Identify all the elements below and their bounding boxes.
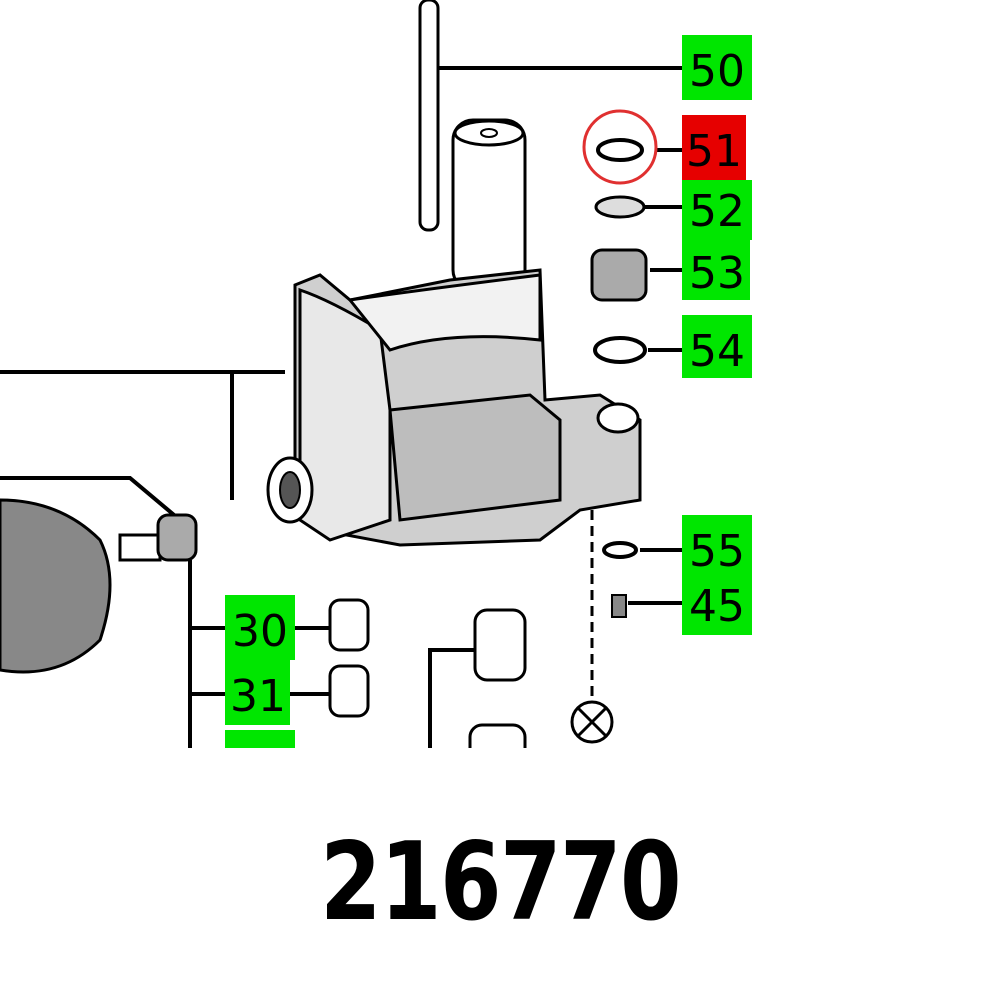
- label-45[interactable]: 45: [689, 581, 745, 632]
- part-52-washer: [594, 195, 646, 219]
- label-54[interactable]: 54: [689, 326, 745, 377]
- bushing: [473, 608, 527, 682]
- exploded-parts-diagram: 50 51 52 53 54 55 45 30 31: [0, 0, 752, 760]
- highlight-circle: [582, 109, 658, 185]
- part-50-rod: [418, 0, 682, 232]
- part-53-nut: [590, 248, 648, 302]
- small-parts: [328, 109, 658, 760]
- label-50[interactable]: 50: [689, 46, 745, 97]
- part-31-sleeve: [328, 664, 370, 718]
- label-31[interactable]: 31: [230, 671, 286, 722]
- part-54-ring: [593, 336, 647, 364]
- crossed-circle-icon: [570, 700, 614, 744]
- label-53[interactable]: 53: [689, 248, 745, 299]
- motor-part: [0, 498, 198, 674]
- part-45-screw: [611, 594, 627, 618]
- housing: [266, 118, 642, 547]
- callout-labels: 50 51 52 53 54 55 45 30 31: [225, 35, 752, 760]
- label-51[interactable]: 51: [686, 126, 742, 177]
- part-55-washer: [602, 541, 638, 559]
- part-number: 216770: [320, 820, 682, 945]
- label-30[interactable]: 30: [232, 606, 288, 657]
- leader-lines: [0, 148, 682, 760]
- label-52[interactable]: 52: [689, 186, 745, 237]
- part-30-sleeve: [328, 598, 370, 652]
- part-51-ring: [596, 138, 644, 162]
- label-55[interactable]: 55: [689, 526, 745, 577]
